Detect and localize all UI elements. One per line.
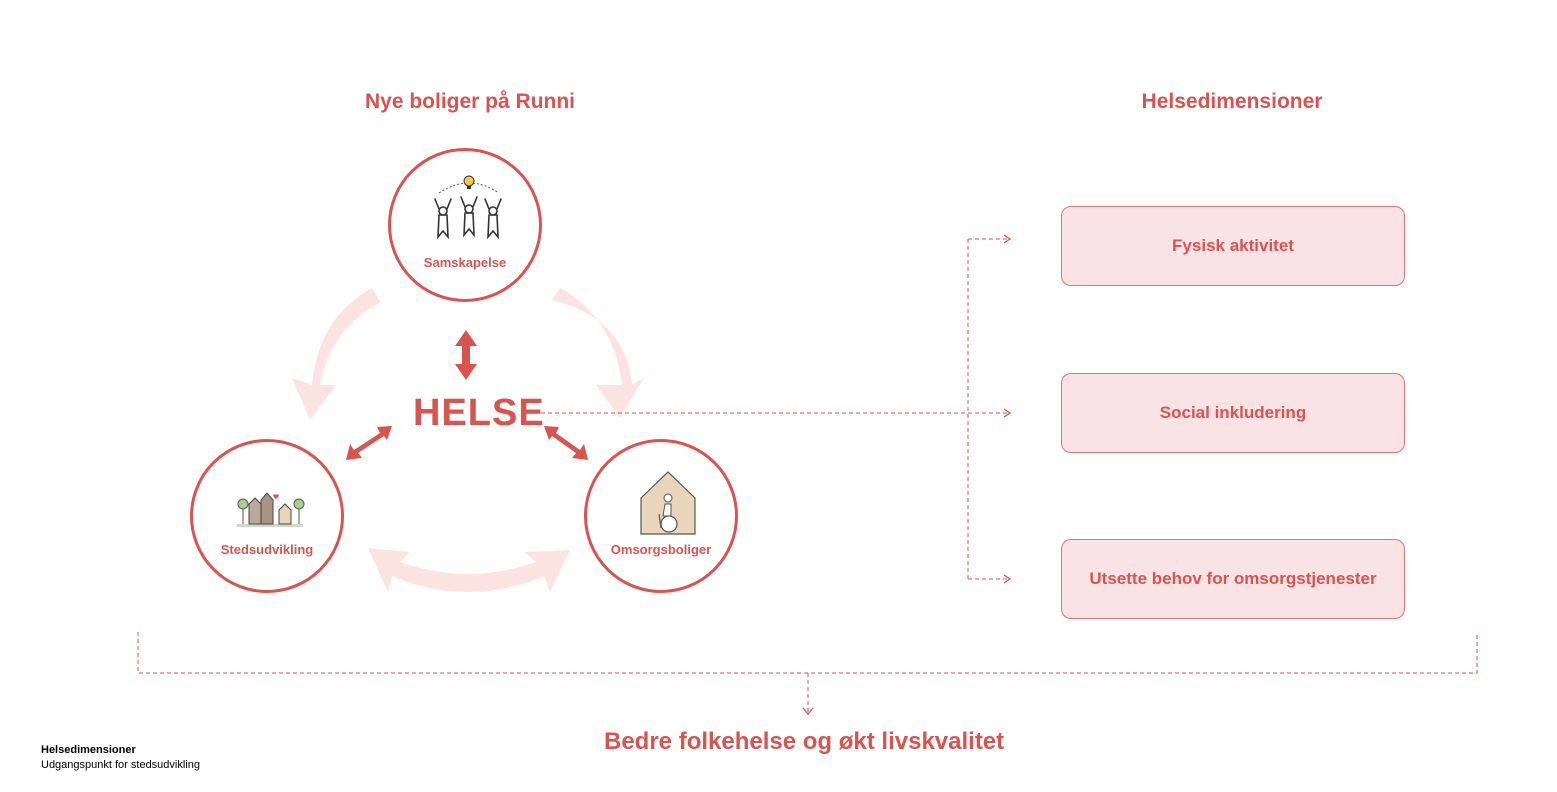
cycle-arrows [292,288,644,592]
caption-title: Helsedimensioner [41,744,136,756]
double-arrow-right [544,426,588,460]
center-word-helse: HELSE [413,392,545,434]
circle-label-stedsudvikling: Stedsudvikling [220,542,314,557]
dimension-label: Fysisk aktivitet [1172,236,1294,255]
dimension-box-fysisk-aktivitet: Fysisk aktivitet [1061,206,1405,286]
house-wheelchair-icon [640,471,696,535]
outcome-text: Bedre folkehelse og økt livskvalitet [604,728,1005,755]
dimension-box-social-inkludering: Social inkludering [1061,373,1405,453]
cycle-arrow-bottom [368,548,570,592]
heading-right: Helsedimensioner [1141,90,1323,113]
dashed-connectors [137,238,1478,712]
caption-subtitle: Udgangspunkt for stedsudvikling [41,759,200,771]
circle-label-samskapelse: Samskapelse [423,255,507,270]
people-cheering-icon [434,175,502,240]
cycle-arrow-top-left [292,288,380,420]
dimension-label: Utsette behov for omsorgstjenester [1089,569,1377,588]
heading-left: Nye boliger på Runni [364,90,576,113]
houses-trees-icon [237,492,305,527]
double-arrows [346,330,588,460]
dimension-label: Social inkludering [1159,403,1307,422]
double-arrow-left [346,426,392,460]
circle-stedsudvikling: Stedsudvikling [190,439,344,593]
dimension-box-utsette-behov: Utsette behov for omsorgstjenester [1061,539,1405,619]
arrowheads [802,234,1012,716]
circle-samskapelse: Samskapelse [388,148,542,302]
cycle-arrow-top-right [552,288,644,418]
double-arrow-vertical [455,330,477,380]
circle-label-omsorgsboliger: Omsorgsboliger [610,542,712,557]
circle-omsorgsboliger: Omsorgsboliger [584,439,738,593]
